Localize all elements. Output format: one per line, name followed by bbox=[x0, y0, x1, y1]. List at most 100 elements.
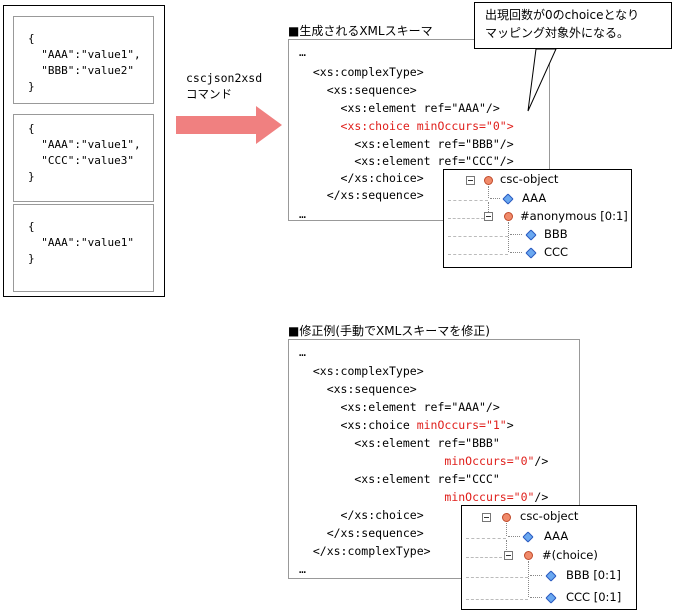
json-line: { bbox=[28, 220, 35, 233]
generated-schema-box: … <xs:complexType> <xs:sequence> <xs:ele… bbox=[288, 39, 550, 221]
highlighted-attribute: minOccurs="0" bbox=[444, 454, 535, 468]
json-line: { bbox=[28, 122, 35, 135]
element-node-icon bbox=[484, 176, 493, 185]
callout-line-2: マッピング対象外になる。 bbox=[485, 26, 630, 40]
collapse-toggle-icon[interactable] bbox=[466, 176, 475, 185]
json-line: "AAA":"value1", bbox=[28, 48, 141, 61]
tree-node-ccc[interactable]: CCC bbox=[544, 245, 569, 259]
schema-text: <xs:element ref="BBB" bbox=[299, 436, 500, 450]
json-example-1: { "AAA":"value1", "BBB":"value2" } bbox=[13, 16, 154, 104]
schema-text bbox=[299, 454, 444, 468]
fixed-tree-view: csc-object AAA #(choice) BBB [0:1] CCC [… bbox=[461, 505, 637, 610]
schema-line: <xs:sequence> bbox=[299, 381, 417, 398]
command-suffix: コマンド bbox=[186, 87, 232, 101]
schema-line: <xs:sequence> bbox=[299, 83, 417, 97]
schema-line: … bbox=[299, 561, 306, 578]
generated-heading: ■生成されるXMLスキーマ bbox=[288, 24, 433, 38]
schema-line: <xs:element ref="BBB"/> bbox=[299, 137, 514, 151]
element-node-icon bbox=[502, 513, 511, 522]
collapse-toggle-icon[interactable] bbox=[482, 513, 491, 522]
schema-text: <xs:choice bbox=[299, 418, 417, 432]
schema-line: … bbox=[299, 344, 306, 361]
schema-text: <xs:complexType> bbox=[299, 364, 424, 378]
json-example-3-text: { "AAA":"value1" } bbox=[14, 205, 153, 267]
schema-line: </xs:choice> bbox=[299, 507, 424, 524]
schema-text: </xs:complexType> bbox=[299, 544, 431, 558]
attribute-node-icon bbox=[525, 229, 537, 241]
callout-text: 出現回数が0のchoiceとなり マッピング対象外になる。 bbox=[485, 6, 639, 42]
json-example-2: { "AAA":"value1", "CCC":"value3" } bbox=[13, 114, 154, 202]
schema-line: </xs:sequence> bbox=[299, 525, 424, 542]
schema-text: </xs:choice> bbox=[299, 508, 424, 522]
attribute-node-icon bbox=[545, 570, 557, 582]
schema-line: <xs:element ref="AAA"/> bbox=[299, 101, 500, 115]
generated-tree-view: csc-object AAA #anonymous [0:1] BBB CCC bbox=[443, 169, 632, 268]
json-line: "BBB":"value2" bbox=[28, 64, 134, 77]
tree-node-bbb[interactable]: BBB bbox=[544, 227, 568, 241]
tree-node-choice[interactable]: #(choice) bbox=[542, 548, 598, 562]
schema-text: </xs:sequence> bbox=[299, 526, 424, 540]
attribute-node-icon bbox=[545, 592, 557, 604]
attribute-node-icon bbox=[525, 247, 537, 259]
schema-text: … bbox=[299, 345, 306, 359]
schema-text: <xs:sequence> bbox=[299, 382, 417, 396]
json-line: } bbox=[28, 252, 35, 265]
attribute-node-icon bbox=[502, 193, 514, 205]
callout-line-1: 出現回数が0のchoiceとなり bbox=[485, 8, 640, 22]
schema-line: … bbox=[299, 45, 306, 59]
json-line: } bbox=[28, 80, 35, 93]
schema-line: </xs:complexType> bbox=[299, 543, 431, 560]
callout-pointer-cover bbox=[537, 46, 555, 48]
json-line: { bbox=[28, 32, 35, 45]
command-name: cscjson2xsd bbox=[186, 71, 263, 85]
schema-line: <xs:choice minOccurs="1"> bbox=[299, 417, 514, 434]
schema-text: <xs:element ref="CCC" bbox=[299, 472, 500, 486]
schema-line: minOccurs="0"/> bbox=[299, 489, 548, 506]
schema-line: </xs:sequence> bbox=[299, 188, 424, 202]
tree-node-root[interactable]: csc-object bbox=[500, 172, 559, 186]
schema-line: <xs:element ref="CCC"/> bbox=[299, 154, 514, 168]
schema-line: <xs:complexType> bbox=[299, 65, 424, 79]
schema-text: > bbox=[506, 418, 514, 432]
highlighted-attribute: minOccurs="0" bbox=[444, 490, 535, 504]
tree-node-bbb[interactable]: BBB [0:1] bbox=[566, 568, 621, 582]
schema-text: <xs:element ref="AAA"/> bbox=[299, 400, 500, 414]
json-line: "CCC":"value3" bbox=[28, 154, 134, 167]
tree-node-root[interactable]: csc-object bbox=[520, 509, 579, 523]
command-label: cscjson2xsd コマンド bbox=[186, 70, 262, 102]
schema-line: … bbox=[299, 207, 306, 221]
fixed-heading: ■修正例(手動でXMLスキーマを修正) bbox=[288, 324, 490, 338]
collapse-toggle-icon[interactable] bbox=[504, 551, 513, 560]
schema-line: <xs:element ref="CCC" bbox=[299, 471, 500, 488]
callout-box bbox=[474, 2, 672, 49]
json-example-2-text: { "AAA":"value1", "CCC":"value3" } bbox=[14, 115, 153, 185]
json-line: "AAA":"value1" bbox=[28, 236, 134, 249]
schema-line: <xs:element ref="AAA"/> bbox=[299, 399, 500, 416]
collapse-toggle-icon[interactable] bbox=[484, 212, 493, 221]
transform-arrow bbox=[176, 106, 282, 144]
arrow-shape bbox=[176, 106, 282, 144]
json-line: } bbox=[28, 170, 35, 183]
schema-line: <xs:choice minOccurs="0"> bbox=[299, 119, 514, 133]
schema-text: /> bbox=[534, 490, 549, 504]
schema-text: … bbox=[299, 562, 306, 576]
schema-line: </xs:choice> bbox=[299, 171, 424, 185]
tree-node-ccc[interactable]: CCC [0:1] bbox=[566, 590, 622, 604]
highlighted-attribute: minOccurs="1" bbox=[416, 418, 507, 432]
callout-pointer bbox=[527, 48, 557, 112]
schema-text bbox=[299, 490, 444, 504]
choice-node-icon bbox=[524, 551, 533, 560]
schema-line: <xs:element ref="BBB" bbox=[299, 435, 500, 452]
schema-line: minOccurs="0"/> bbox=[299, 453, 548, 470]
group-node-icon bbox=[504, 212, 513, 221]
json-line: "AAA":"value1", bbox=[28, 138, 141, 151]
tree-node-aaa[interactable]: AAA bbox=[544, 529, 569, 543]
attribute-node-icon bbox=[522, 531, 534, 543]
tree-node-group[interactable]: #anonymous [0:1] bbox=[520, 209, 628, 223]
json-input-panel: { "AAA":"value1", "BBB":"value2" } { "AA… bbox=[3, 5, 165, 297]
json-example-1-text: { "AAA":"value1", "BBB":"value2" } bbox=[14, 17, 153, 95]
schema-line: <xs:complexType> bbox=[299, 363, 424, 380]
schema-text: /> bbox=[534, 454, 549, 468]
tree-node-aaa[interactable]: AAA bbox=[522, 191, 547, 205]
json-example-3: { "AAA":"value1" } bbox=[13, 204, 154, 292]
